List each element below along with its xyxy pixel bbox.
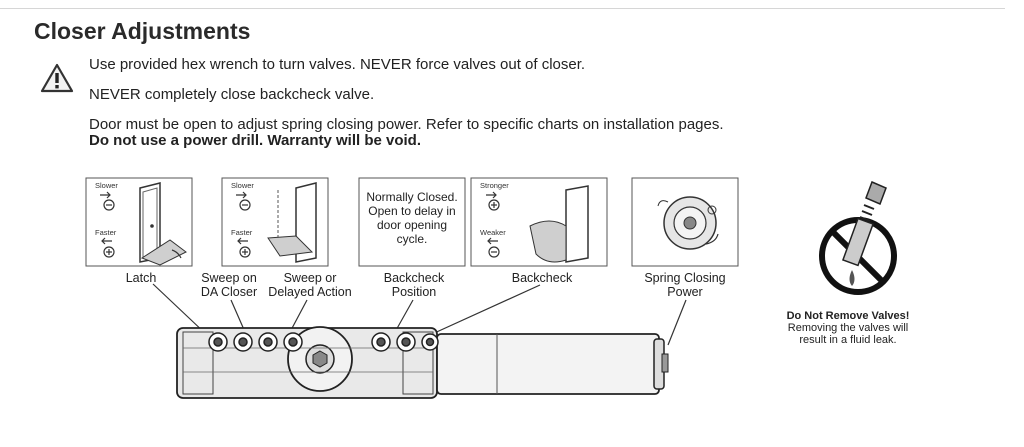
label-backcheck-position: Backcheck Position bbox=[383, 271, 445, 299]
label-spring-power: Spring Closing Power bbox=[644, 271, 726, 299]
do-not-remove-title: Do Not Remove Valves! bbox=[786, 310, 910, 322]
page-title: Closer Adjustments bbox=[34, 18, 251, 44]
do-not-remove-text: Removing the valves will result in a flu… bbox=[787, 322, 909, 346]
sweep-faster-text: Faster bbox=[231, 228, 253, 237]
backcheck-weaker-text: Weaker bbox=[480, 228, 506, 237]
label-sweep-da: Sweep on DA Closer bbox=[200, 271, 258, 299]
latch-box bbox=[85, 177, 193, 267]
valves bbox=[208, 332, 439, 352]
warning-icon bbox=[40, 63, 74, 93]
note-door-open: Door must be open to adjust spring closi… bbox=[89, 116, 724, 133]
no-remove-valve-icon bbox=[819, 181, 897, 295]
backcheck-box bbox=[470, 177, 608, 267]
slower-arrow-icon bbox=[100, 191, 111, 199]
latch-slower-text: Slower bbox=[95, 181, 118, 190]
faster-arrow-icon bbox=[101, 237, 112, 245]
label-backcheck: Backcheck bbox=[511, 271, 573, 285]
do-not-remove-warning: Do Not Remove Valves! Removing the valve… bbox=[782, 310, 914, 346]
sweep-box bbox=[221, 177, 329, 267]
sweep-slower-text: Slower bbox=[231, 181, 254, 190]
leader-lines bbox=[152, 283, 687, 346]
label-sweep-delayed: Sweep or Delayed Action bbox=[268, 271, 352, 299]
normally-closed-text: Normally Closed. Open to delay in door o… bbox=[366, 190, 458, 246]
note-no-drill: Do not use a power drill. Warranty will … bbox=[89, 132, 421, 149]
spring-box bbox=[631, 177, 739, 267]
normally-closed-box bbox=[358, 177, 466, 267]
latch-faster-text: Faster bbox=[95, 228, 117, 237]
label-latch: Latch bbox=[125, 271, 157, 285]
backcheck-stronger-text: Stronger bbox=[480, 181, 509, 190]
top-divider bbox=[0, 8, 1005, 9]
note-hex-wrench: Use provided hex wrench to turn valves. … bbox=[89, 56, 586, 73]
note-backcheck: NEVER completely close backcheck valve. bbox=[89, 86, 375, 103]
